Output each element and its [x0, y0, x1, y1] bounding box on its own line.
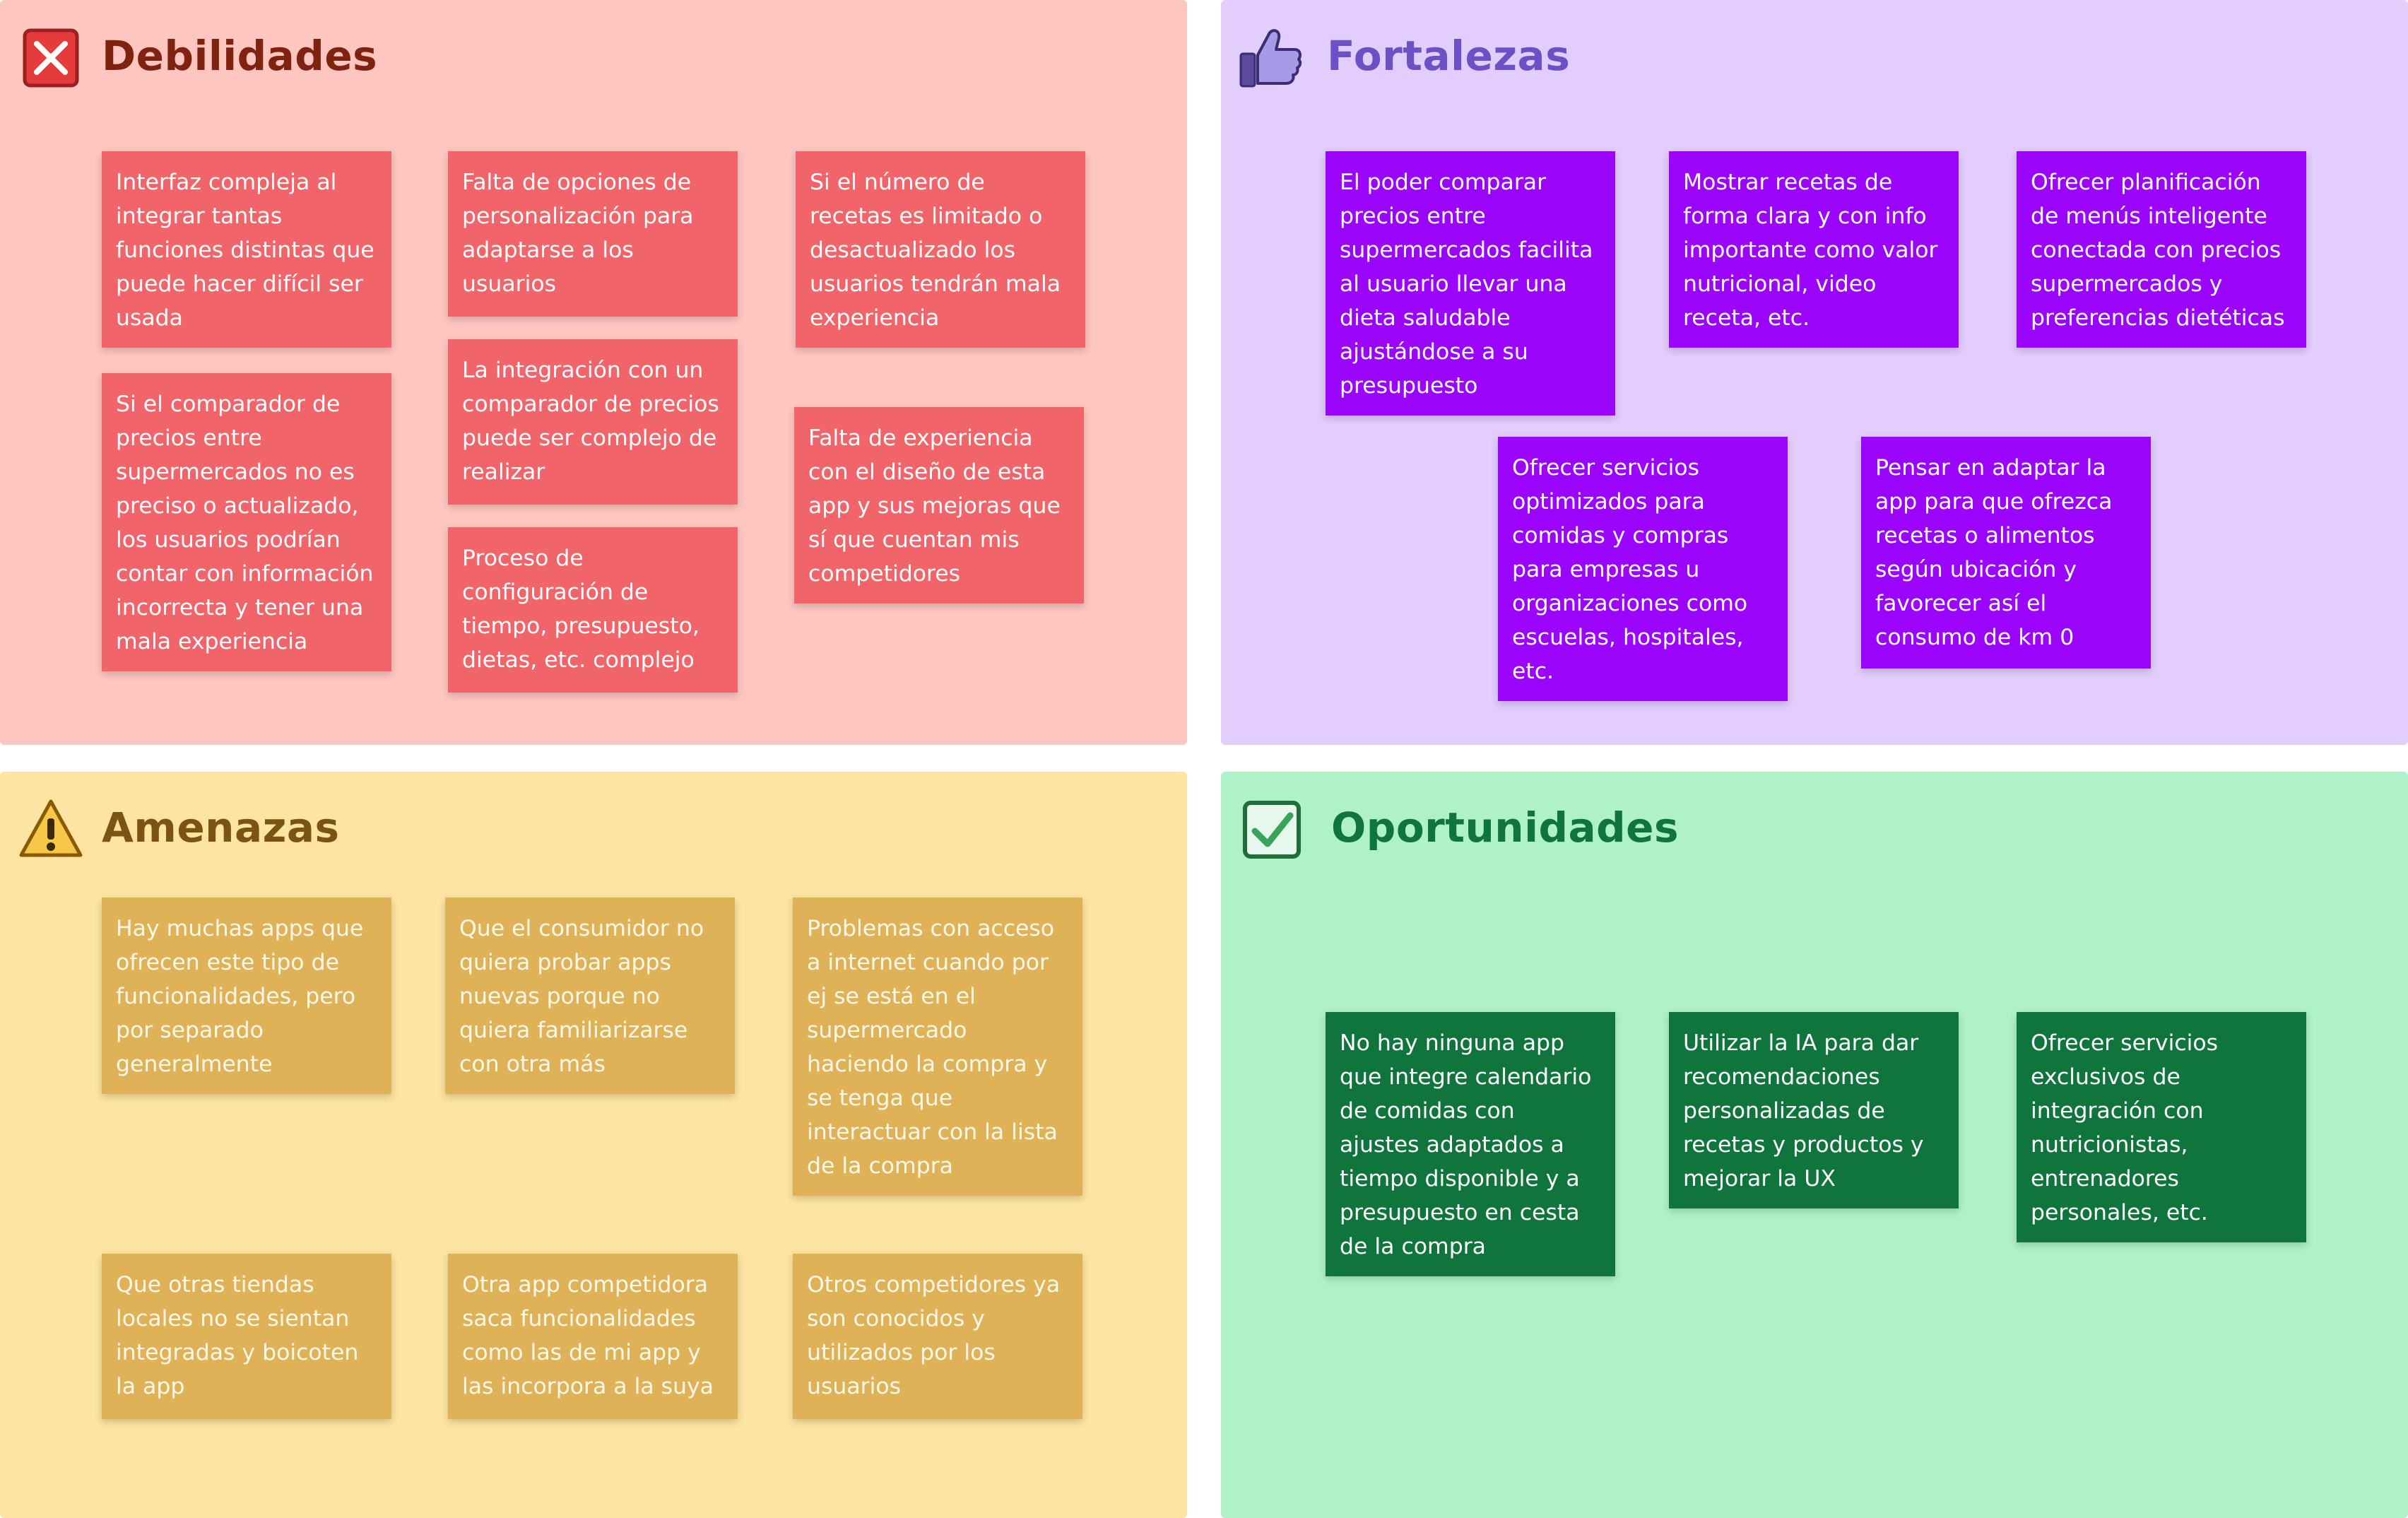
sticky-note[interactable]: Pensar en adaptar la app para que ofrezc… — [1861, 437, 2151, 669]
debilidades-title: Debilidades — [102, 32, 378, 80]
sticky-note[interactable]: Si el comparador de precios entre superm… — [102, 373, 391, 671]
thumbs-up-icon — [1237, 25, 1304, 94]
sticky-note[interactable]: Si el número de recetas es limitado o de… — [796, 151, 1085, 348]
sticky-note[interactable]: La integración con un comparador de prec… — [448, 339, 738, 505]
sticky-note[interactable]: Que el consumidor no quiera probar apps … — [445, 898, 735, 1094]
sticky-note[interactable]: Que otras tiendas locales no se sientan … — [102, 1254, 391, 1419]
debilidades-quadrant: Debilidades Interfaz compleja al integra… — [0, 0, 1187, 745]
sticky-note[interactable]: No hay ninguna app que integre calendari… — [1326, 1012, 1615, 1276]
sticky-note[interactable]: Ofrecer planificación de menús inteligen… — [2017, 151, 2306, 348]
sticky-note[interactable]: Problemas con acceso a internet cuando p… — [793, 898, 1082, 1196]
sticky-note[interactable]: Falta de experiencia con el diseño de es… — [794, 407, 1084, 604]
amenazas-title: Amenazas — [102, 804, 340, 852]
sticky-note[interactable]: Otra app competidora saca funcionalidade… — [448, 1254, 738, 1419]
sticky-note[interactable]: Utilizar la IA para dar recomendaciones … — [1669, 1012, 1959, 1208]
cross-mark-icon — [23, 28, 79, 91]
sticky-note[interactable]: Mostrar recetas de forma clara y con inf… — [1669, 151, 1959, 348]
sticky-note[interactable]: Hay muchas apps que ofrecen este tipo de… — [102, 898, 391, 1094]
sticky-note[interactable]: Ofrecer servicios optimizados para comid… — [1498, 437, 1788, 701]
sticky-note[interactable]: Falta de opciones de personalización par… — [448, 151, 738, 317]
sticky-note[interactable]: Interfaz compleja al integrar tantas fun… — [102, 151, 391, 348]
fortalezas-title: Fortalezas — [1327, 32, 1571, 80]
sticky-note[interactable]: Otros competidores ya son conocidos y ut… — [793, 1254, 1082, 1419]
sticky-note[interactable]: El poder comparar precios entre supermer… — [1326, 151, 1615, 416]
sticky-note[interactable]: Ofrecer servicios exclusivos de integrac… — [2017, 1012, 2306, 1242]
oportunidades-quadrant: Oportunidades No hay ninguna app que int… — [1221, 772, 2408, 1518]
fortalezas-quadrant: Fortalezas El poder comparar precios ent… — [1221, 0, 2408, 745]
amenazas-quadrant: Amenazas Hay muchas apps que ofrecen est… — [0, 772, 1187, 1518]
check-mark-icon — [1242, 800, 1302, 863]
sticky-note[interactable]: Proceso de configuración de tiempo, pres… — [448, 527, 738, 693]
oportunidades-title: Oportunidades — [1331, 804, 1679, 852]
warning-icon — [17, 797, 85, 863]
